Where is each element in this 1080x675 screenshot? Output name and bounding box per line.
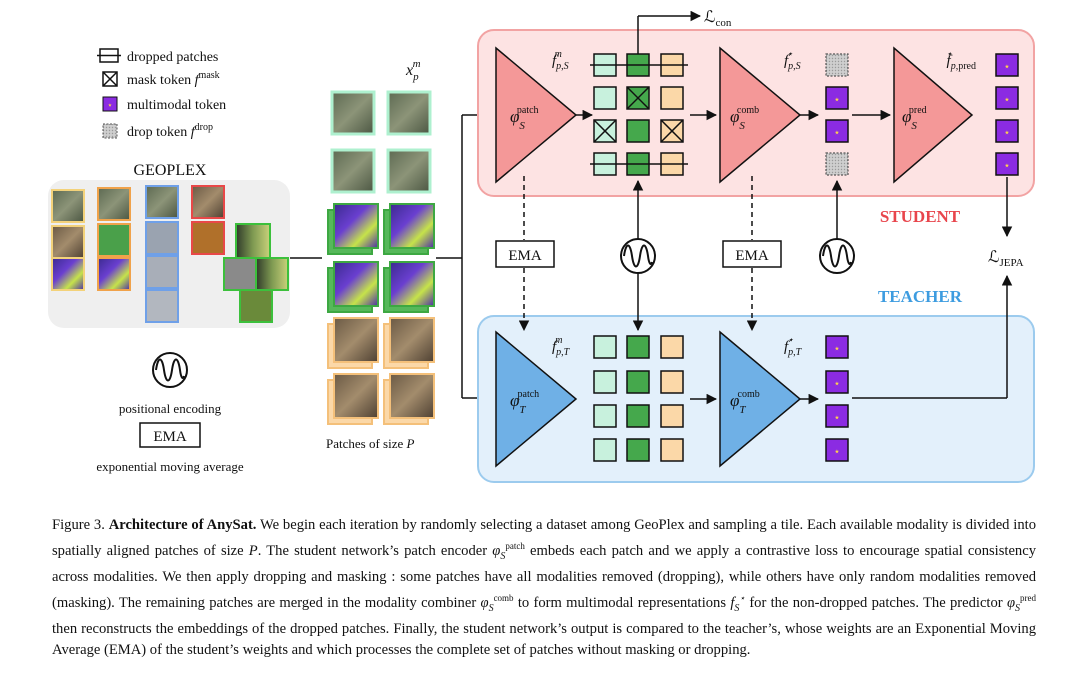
jepa-loss-label: ℒJEPA: [988, 249, 1024, 269]
teacher-token-grid: [593, 335, 684, 462]
svg-text:⋆: ⋆: [1004, 94, 1011, 106]
svg-text:⋆: ⋆: [1004, 61, 1011, 73]
ema-box-patch-label: EMA: [508, 248, 542, 264]
positional-encoding-icon: [152, 352, 188, 388]
ema-arrows: [518, 176, 758, 332]
mask-token-icon: [102, 71, 118, 87]
student-label: STUDENT: [880, 207, 961, 226]
f-p-t-m: fp,Tm: [552, 335, 571, 358]
ema-box-comb-label: EMA: [735, 248, 769, 264]
phi-s-comb: φScomb: [730, 105, 759, 132]
architecture-figure: dropped patches mask token fmask ⋆ multi…: [48, 9, 1035, 483]
contrastive-loss-label: ℒcon: [704, 9, 732, 29]
phi-s-pred: φSpred: [902, 105, 927, 132]
legend-mask-label: mask token fmask: [127, 70, 220, 88]
patch-tiles: [327, 90, 435, 425]
xpm-label: xpm: [405, 58, 421, 83]
teacher-patch-encoder: [495, 330, 578, 468]
caption-title: Architecture of AnySat.: [108, 517, 257, 533]
f-p-s-m: fp,Sm: [552, 49, 569, 72]
f-p-pred-star: fp,pred⋆: [946, 49, 976, 72]
geoplex-tiles: [51, 185, 289, 323]
ema-box-comb: [722, 240, 782, 268]
student-patch-encoder: [495, 46, 578, 184]
svg-text:⋆: ⋆: [834, 343, 841, 355]
geoplex-title: GEOPLEX: [134, 162, 207, 179]
phi-s-patch: φSpatch: [510, 105, 539, 132]
ema-box-patch: [495, 240, 555, 268]
student-predictor: [893, 46, 974, 184]
drop-token-icon: [102, 123, 118, 139]
phi-t-patch: φTpatch: [510, 389, 539, 416]
ema-legend-box: [139, 422, 201, 448]
multimodal-token-icon: ⋆: [102, 96, 118, 112]
teacher-label: TEACHER: [878, 287, 963, 306]
svg-text:⋆: ⋆: [834, 446, 841, 458]
caption-figno: Figure 3.: [52, 517, 109, 533]
teacher-to-jepa-arrow: [852, 274, 1013, 399]
svg-text:⋆: ⋆: [834, 378, 841, 390]
teacher-multimodal-column: ⋆ ⋆ ⋆ ⋆: [825, 335, 849, 462]
student-combiner: [719, 46, 802, 184]
legend-dropped-label: dropped patches: [127, 50, 218, 65]
positional-encoding-icon-mid: [620, 238, 656, 274]
f-p-s-star: fp,S⋆: [784, 49, 801, 72]
figure-caption: Figure 3. Architecture of AnySat. We beg…: [52, 517, 1037, 658]
ema-legend-label: EMA: [153, 429, 187, 445]
svg-text:⋆: ⋆: [834, 94, 841, 106]
patches-size-label: Patches of size P: [326, 436, 415, 451]
positional-encoding-icon-pred: [819, 238, 855, 274]
svg-text:⋆: ⋆: [834, 412, 841, 424]
svg-text:⋆: ⋆: [834, 127, 841, 139]
svg-text:⋆: ⋆: [107, 100, 113, 110]
svg-text:⋆: ⋆: [1004, 127, 1011, 139]
positional-encoding-label: positional encoding: [119, 401, 222, 416]
legend: dropped patches mask token fmask ⋆ multi…: [97, 48, 226, 140]
f-p-t-star: fp,T⋆: [784, 335, 803, 358]
svg-text:⋆: ⋆: [1004, 160, 1011, 172]
student-predicted-column: ⋆ ⋆ ⋆ ⋆: [995, 53, 1019, 176]
legend-drop-label: drop token fdrop: [127, 122, 213, 140]
dropped-patches-icon: [97, 48, 121, 63]
legend-multimodal-label: multimodal token: [127, 98, 226, 113]
student-multimodal-column: ⋆ ⋆: [825, 53, 849, 176]
phi-t-comb: φTcomb: [730, 389, 760, 416]
contrastive-loss-arrow: [637, 10, 702, 54]
teacher-combiner: [719, 330, 802, 468]
ema-description: exponential moving average: [96, 459, 244, 474]
